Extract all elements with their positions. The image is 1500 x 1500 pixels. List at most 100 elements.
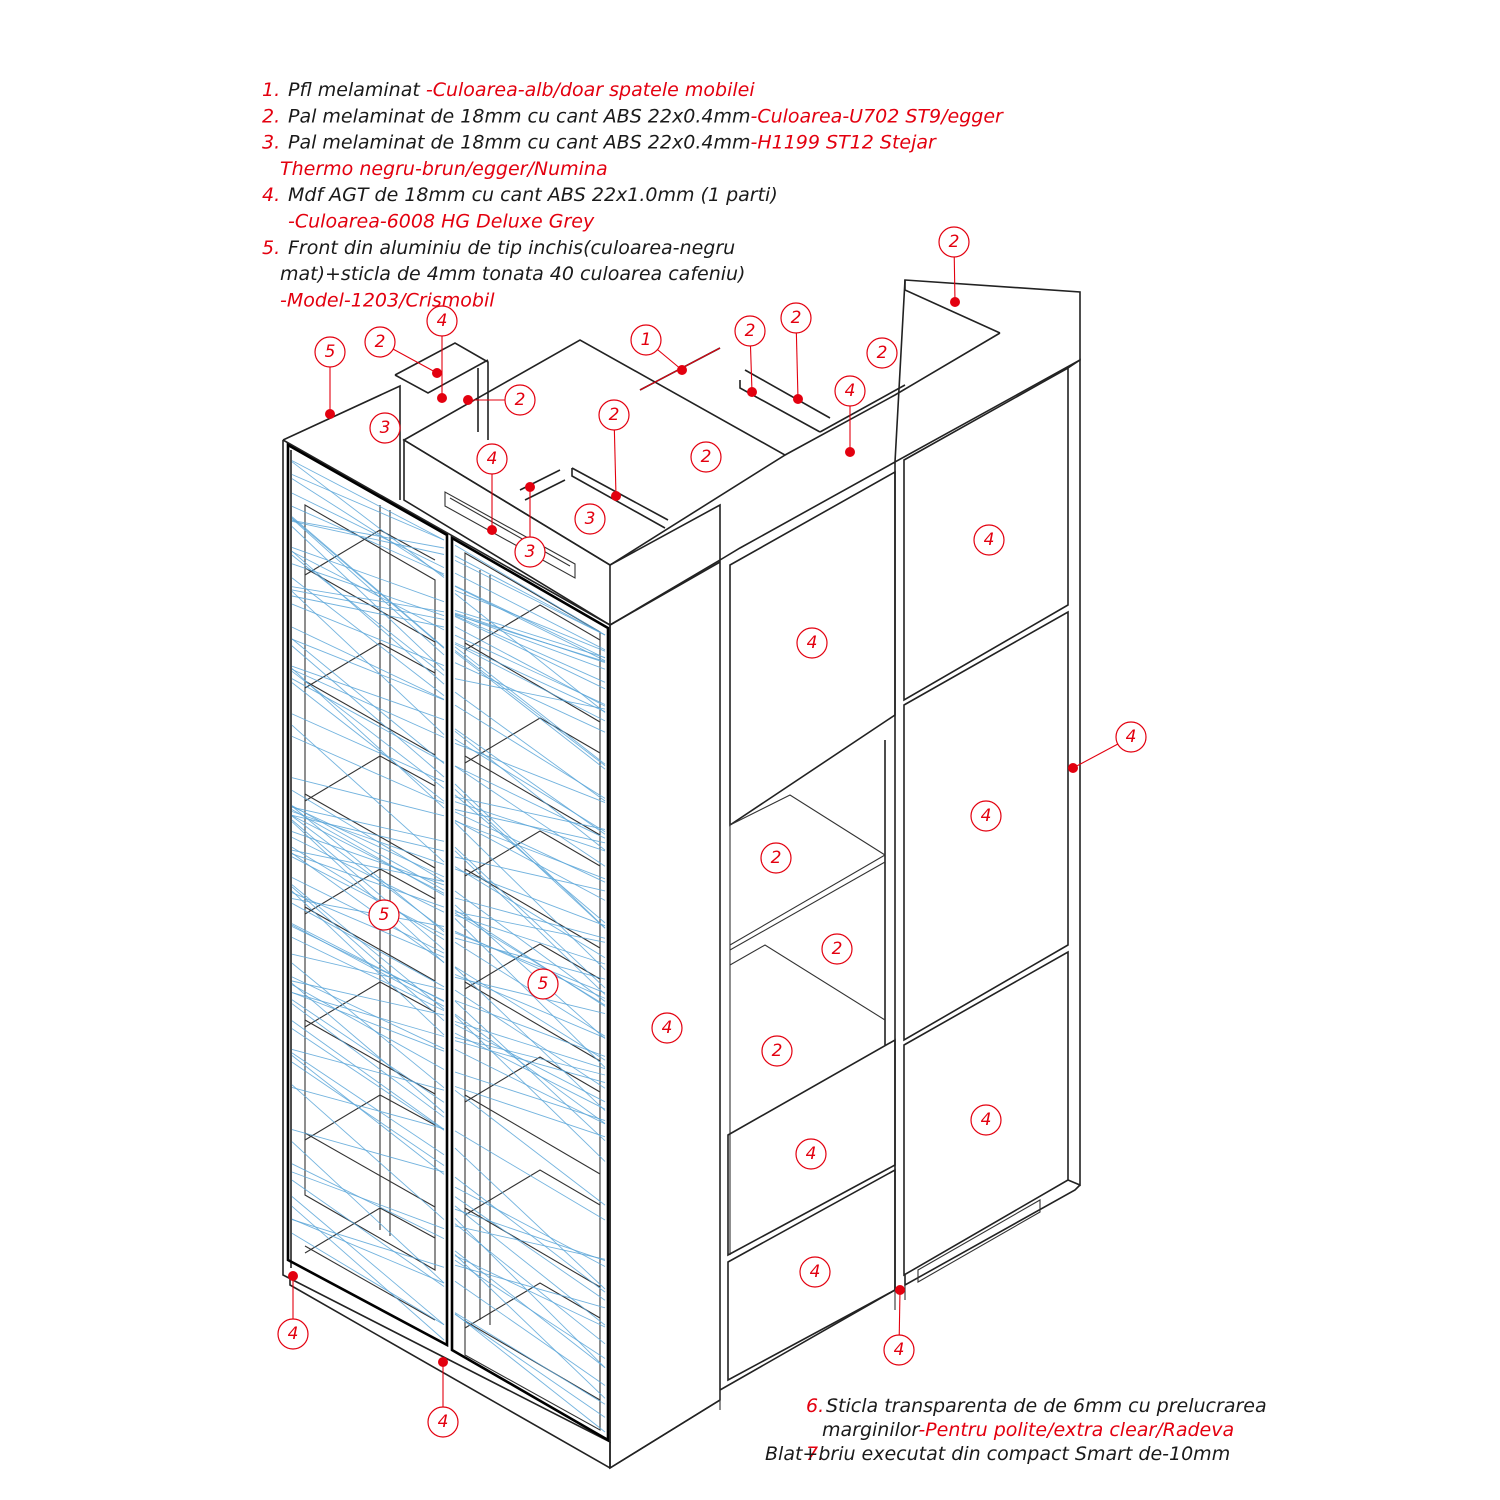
callout-circle bbox=[970, 1104, 1002, 1136]
legend-number: 7. bbox=[806, 1443, 824, 1465]
glass-hatch-line bbox=[454, 868, 606, 927]
glass-hatch-line bbox=[291, 853, 445, 908]
glass-hatch-line bbox=[291, 645, 445, 778]
callout-dot bbox=[525, 482, 535, 492]
part-callout: 3 bbox=[369, 412, 401, 444]
right-door-top bbox=[903, 366, 1069, 702]
glass-hatch-line bbox=[291, 1141, 445, 1284]
callout-dot bbox=[950, 297, 960, 307]
glass-hatch-line bbox=[291, 550, 445, 685]
shelf-right-edge bbox=[464, 1094, 601, 1175]
part-callout: 4 bbox=[277, 1271, 309, 1350]
glass-hatch-line bbox=[454, 1036, 606, 1076]
callout-circle bbox=[527, 968, 559, 1000]
legend-part: Pal melaminat de 18mm cu cant ABS 22x0.4… bbox=[288, 105, 750, 127]
callout-number: 4 bbox=[807, 633, 818, 653]
callout-number: 5 bbox=[325, 342, 336, 362]
legend-part: mat)+sticla de 4mm tonata 40 culoarea ca… bbox=[280, 263, 745, 285]
legend-number: 2. bbox=[262, 105, 280, 127]
glass-hatch-line bbox=[291, 505, 445, 575]
glass-hatch-line bbox=[291, 1020, 445, 1130]
glass-hatch-line bbox=[454, 783, 606, 929]
shelf-right bbox=[464, 1169, 601, 1216]
glass-hatch-line bbox=[454, 1048, 606, 1125]
glass-hatch-line bbox=[291, 519, 445, 549]
legend-number: 3. bbox=[262, 132, 280, 154]
glass-hatch-line bbox=[454, 642, 606, 713]
glass-hatch-line bbox=[454, 1013, 606, 1124]
glass-hatch-line bbox=[291, 638, 445, 701]
legend-part: Mdf AGT de 18mm cu cant ABS 22x1.0mm (1 … bbox=[288, 184, 778, 206]
callout-number: 2 bbox=[515, 390, 526, 410]
legend-part: Pfl melaminat bbox=[288, 79, 426, 101]
callout-number: 2 bbox=[609, 405, 620, 425]
glass-hatch-line bbox=[454, 1255, 606, 1328]
glass-hatch-line bbox=[291, 962, 445, 1089]
glass-hatch-line bbox=[454, 967, 606, 1111]
glass-hatch-line bbox=[454, 1264, 606, 1309]
shelf-left-edge bbox=[304, 1245, 436, 1321]
callout-circle bbox=[427, 1406, 459, 1438]
glass-hatch-line bbox=[291, 777, 445, 817]
callout-circle bbox=[970, 800, 1002, 832]
glass-hatch-line bbox=[291, 461, 445, 578]
callout-circle bbox=[426, 305, 458, 337]
shelf-right-edge bbox=[464, 981, 601, 1062]
callout-circle bbox=[504, 384, 536, 416]
glass-hatch-line bbox=[291, 815, 445, 931]
glass-hatch-line bbox=[291, 668, 445, 738]
callout-dot bbox=[611, 491, 621, 501]
glass-hatch-line bbox=[291, 1061, 445, 1166]
drawer-upper bbox=[727, 1038, 896, 1257]
callout-circle bbox=[369, 412, 401, 444]
glass-hatch-line bbox=[291, 460, 445, 541]
part-callout: 1 bbox=[630, 324, 721, 391]
part-callout: 2 bbox=[760, 842, 792, 874]
glass-hatch-line bbox=[291, 886, 445, 1022]
legend-line: Pfl melaminat -Culoarea-alb/doar spatele… bbox=[288, 79, 755, 101]
glass-hatch-line bbox=[454, 1205, 606, 1326]
glass-hatch-line bbox=[291, 819, 445, 951]
legend-line: Sticla transparenta de de 6mm cu prelucr… bbox=[826, 1395, 1267, 1417]
legend-number: 1. bbox=[262, 79, 280, 101]
callout-number: 2 bbox=[745, 321, 756, 341]
glass-hatch-line bbox=[291, 877, 445, 954]
glass-hatch-line bbox=[291, 1084, 445, 1220]
glass-hatch-line bbox=[454, 1313, 606, 1433]
glass-hatch-line bbox=[291, 884, 445, 1010]
glass-hatch-line bbox=[291, 984, 445, 1070]
callout-number: 4 bbox=[1126, 727, 1137, 747]
glass-hatch-line bbox=[454, 589, 606, 652]
glass-hatch-line bbox=[291, 821, 445, 964]
part-callout: 2 bbox=[598, 399, 630, 501]
cabinet-drawing bbox=[282, 279, 1081, 1470]
glass-hatch-line bbox=[454, 801, 606, 852]
callout-number: 2 bbox=[375, 332, 386, 352]
glass-hatch-line bbox=[291, 1205, 445, 1341]
glass-hatch-line bbox=[454, 1176, 606, 1293]
glass-hatch-line bbox=[291, 724, 445, 863]
glass-hatch-line bbox=[454, 646, 606, 765]
glass-hatch-line bbox=[454, 1223, 606, 1345]
legend-number: 5. bbox=[262, 237, 280, 259]
glass-hatch-line bbox=[454, 796, 606, 830]
glass-hatch-line bbox=[454, 794, 606, 924]
glass-hatch-line bbox=[454, 1000, 606, 1057]
shelf-left-edge bbox=[304, 906, 436, 982]
legend-part: marginilor bbox=[822, 1419, 921, 1441]
glass-hatch-line bbox=[291, 790, 445, 882]
glass-hatch-line bbox=[291, 1086, 445, 1130]
callout-circle bbox=[514, 536, 546, 568]
part-callout: 2 bbox=[734, 315, 766, 397]
callout-leader bbox=[639, 347, 721, 391]
callout-circle bbox=[734, 315, 766, 347]
glass-hatch-line bbox=[454, 730, 606, 851]
glass-hatch-line bbox=[291, 517, 445, 649]
callout-circle bbox=[1115, 721, 1147, 753]
glass-hatch-line bbox=[291, 856, 445, 936]
glass-hatch-line bbox=[291, 1163, 445, 1240]
glass-hatch-line bbox=[454, 678, 606, 710]
glass-hatch-line bbox=[454, 820, 606, 880]
glass-hatch-line bbox=[454, 585, 606, 659]
